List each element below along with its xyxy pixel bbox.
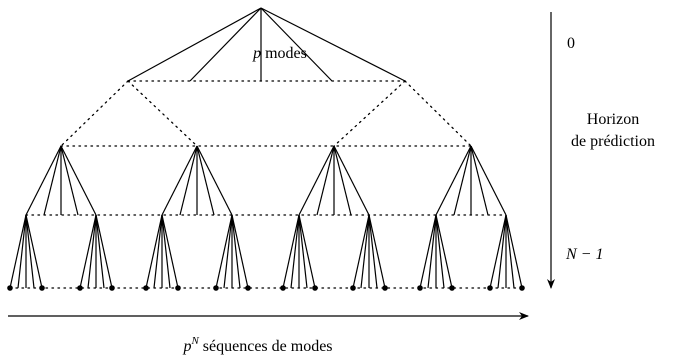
- leaf-edge: [95, 214, 113, 289]
- leaf-edge: [505, 214, 515, 289]
- horizon-label-line2: de prédiction: [571, 133, 655, 150]
- horizon-label-line1: Horizon: [587, 111, 639, 128]
- leaf-node: [350, 285, 356, 291]
- sequences-label: pN séquences de modes: [182, 335, 332, 355]
- leaf-node: [280, 285, 286, 291]
- leaf-edge: [25, 214, 43, 289]
- leaf-node: [382, 285, 388, 291]
- leaf-edge: [435, 214, 453, 289]
- leaf-node: [312, 285, 318, 291]
- sequences-label-text: séquences de modes: [199, 338, 333, 355]
- root-edge: [127, 7, 262, 82]
- leaf-edge: [427, 214, 437, 289]
- root-edge: [189, 7, 262, 82]
- tree-lines: [9, 7, 523, 289]
- leaf-node: [417, 285, 423, 291]
- leaf-edge: [215, 214, 233, 289]
- leaf-edge: [231, 214, 249, 289]
- leaf-node: [109, 285, 115, 291]
- levelk-edge: [435, 145, 472, 216]
- leaf-node: [175, 285, 181, 291]
- leaf-edge: [489, 214, 507, 289]
- levelk-edge: [298, 145, 335, 216]
- leaf-edge: [419, 214, 437, 289]
- stage-start-label: 0: [567, 35, 575, 52]
- leaf-edge: [95, 214, 105, 289]
- levelk-edge: [196, 145, 233, 216]
- levelk-edge: [161, 145, 198, 216]
- leaf-edge: [25, 214, 35, 289]
- stage-end-label: N − 1: [565, 246, 603, 263]
- leaf-edge: [17, 214, 27, 289]
- leaf-edge: [290, 214, 300, 289]
- levelk-edge: [60, 145, 79, 216]
- sequences-label-base: p: [182, 338, 191, 355]
- leaf-node: [245, 285, 251, 291]
- elided-edge: [127, 80, 198, 147]
- leaf-node: [213, 285, 219, 291]
- leaf-edge: [79, 214, 97, 289]
- leaf-edge: [223, 214, 233, 289]
- root-edge: [260, 7, 406, 82]
- leaf-edge: [368, 214, 386, 289]
- elided-edge: [60, 80, 129, 147]
- leaf-node: [487, 285, 493, 291]
- leaf-edge: [298, 214, 316, 289]
- leaf-edge: [298, 214, 308, 289]
- leaf-edge: [145, 214, 163, 289]
- leaf-node: [449, 285, 455, 291]
- leaf-node: [39, 285, 45, 291]
- leaf-nodes: [7, 285, 525, 291]
- levelk-edge: [25, 145, 62, 216]
- modes-label: p modes: [252, 45, 307, 62]
- levelk-edge: [196, 145, 215, 216]
- leaf-edge: [282, 214, 300, 289]
- leaf-edge: [352, 214, 370, 289]
- levelk-edge: [60, 145, 97, 216]
- leaf-node: [7, 285, 13, 291]
- leaf-edge: [497, 214, 507, 289]
- leaf-edge: [161, 214, 179, 289]
- elided-edge: [333, 80, 406, 147]
- levelk-edge: [333, 145, 370, 216]
- levelk-edge: [316, 145, 335, 216]
- leaf-edge: [87, 214, 97, 289]
- leaf-edge: [505, 214, 523, 289]
- leaf-edge: [9, 214, 27, 289]
- leaf-node: [77, 285, 83, 291]
- leaf-node: [143, 285, 149, 291]
- levelk-edge: [470, 145, 489, 216]
- levelk-edge: [43, 145, 62, 216]
- leaf-edge: [435, 214, 445, 289]
- leaf-edge: [161, 214, 171, 289]
- levelk-edge: [470, 145, 507, 216]
- sequences-label-exp: N: [190, 335, 199, 347]
- levelk-edge: [453, 145, 472, 216]
- leaf-edge: [368, 214, 378, 289]
- elided-edge: [404, 80, 472, 147]
- modes-label-var: p: [252, 45, 261, 62]
- leaf-edge: [153, 214, 163, 289]
- leaf-edge: [360, 214, 370, 289]
- root-edge: [260, 7, 333, 82]
- modes-label-text: modes: [261, 45, 307, 62]
- levelk-edge: [179, 145, 198, 216]
- levelk-edge: [333, 145, 352, 216]
- leaf-edge: [231, 214, 241, 289]
- leaf-node: [519, 285, 525, 291]
